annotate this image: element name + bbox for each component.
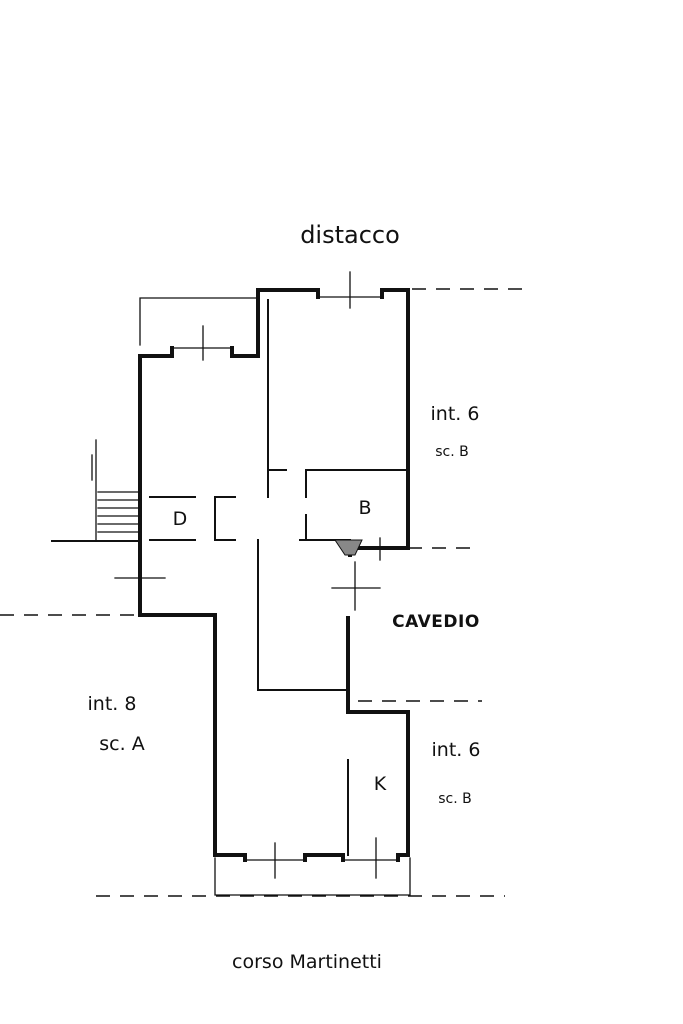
neighbor-right-top-int: int. 6 [431,403,480,425]
window-marks [114,271,399,879]
neighbor-right-top-sc: sc. B [435,444,469,460]
neighbor-left-int: int. 8 [88,693,137,715]
top-street-label: distacco [300,221,400,249]
neighbor-left-sc: sc. A [99,733,144,755]
partitions [149,299,409,856]
balconies [139,297,411,896]
room-k-label: K [374,773,387,795]
room-d-label: D [173,508,188,530]
neighbor-right-bottom-int: int. 6 [432,739,481,761]
neighbor-right-bottom-sc: sc. B [438,791,472,807]
outer-walls [138,288,410,862]
column-mark [334,539,363,556]
boundary-lines [0,288,530,897]
bottom-street-label: corso Martinetti [232,951,382,973]
stairs [51,439,141,542]
courtyard-label: CAVEDIO [392,612,480,632]
room-b-label: B [358,497,371,519]
